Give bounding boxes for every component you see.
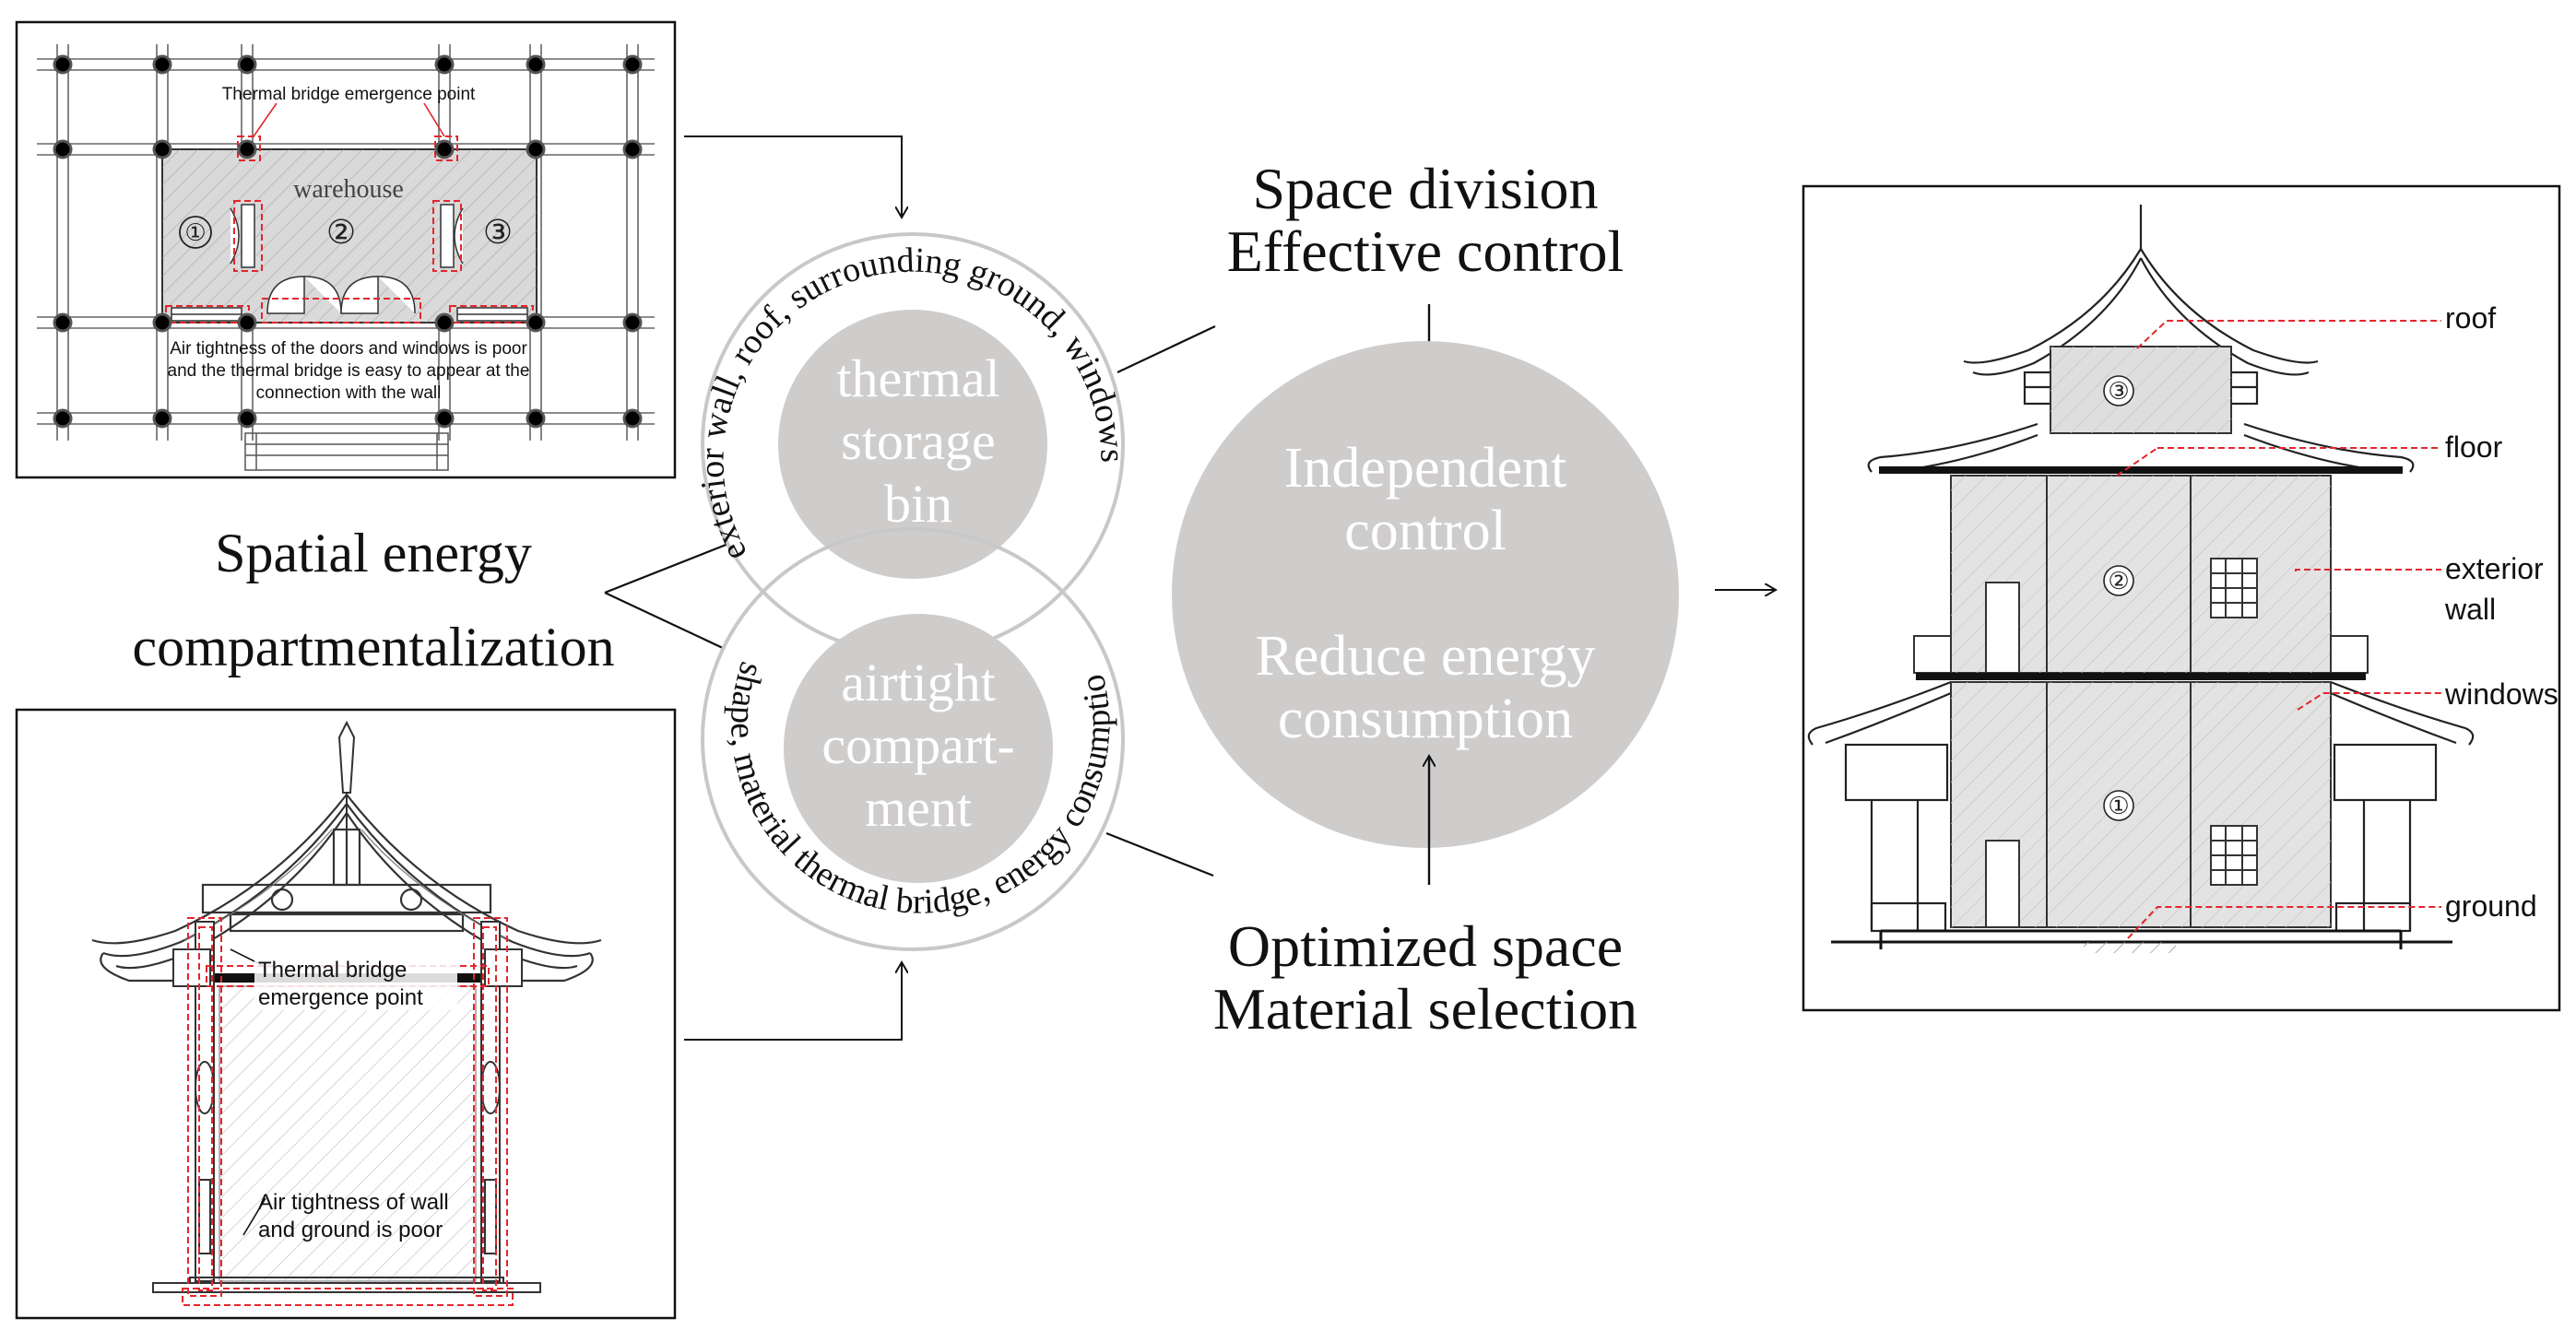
section-airtight-label-line-2: and ground is poor — [258, 1218, 443, 1242]
elevation-label-wall: wall — [2444, 593, 2496, 626]
section-thermal-label-line-2: emergence point — [258, 985, 423, 1010]
plan-note-line-2: and the thermal bridge is easy to appear… — [168, 361, 530, 381]
plan-room-1-circle — [179, 216, 212, 249]
top-circle-group: thermal storage bin exterior wall, roof,… — [692, 232, 1132, 656]
bottom-circle-line-3: ment — [865, 778, 972, 838]
elevation-room-2-label: ② — [2108, 567, 2129, 594]
bottom-inner-circle — [784, 614, 1053, 883]
plan-thermal-bridge-label: Thermal bridge emergence point — [222, 85, 476, 104]
top-inner-circle — [778, 310, 1047, 579]
section-thermal-markers — [182, 917, 514, 1306]
plan-steps — [244, 432, 449, 471]
elevation-label-leaders — [2116, 320, 2441, 939]
elevation-room-3-label: ③ — [2108, 377, 2129, 405]
panel-arrows — [684, 135, 902, 1041]
elevation-label-exterior: exterior — [2445, 552, 2544, 585]
section-interior — [219, 985, 477, 1282]
plan-room-2: ② — [326, 213, 356, 251]
plan-grid-lines — [37, 44, 655, 441]
plan-room-label: warehouse — [293, 175, 404, 204]
elevation-panel: ③ ② ① roof floor exterior wall windows g… — [1802, 184, 2561, 1012]
plan-room-1: ① — [184, 218, 206, 246]
big-circle-line-3: Reduce energy — [1256, 625, 1596, 688]
top-heading-line-1: Space division — [1252, 156, 1598, 221]
heading-connectors — [604, 542, 729, 650]
plan-note-line-3: connection with the wall — [256, 383, 442, 403]
bottom-heading-line-1: Optimized space — [1228, 913, 1623, 979]
bottom-circle-line-1: airtight — [841, 653, 996, 712]
left-heading-line-2: compartmentalization — [132, 617, 614, 677]
left-heading-line-1: Spatial energy — [215, 523, 532, 583]
bottom-circle-line-2: compart- — [821, 715, 1014, 775]
big-circle-line-2: control — [1344, 500, 1507, 562]
bottom-ring — [701, 527, 1125, 951]
elevation-label-floor: floor — [2445, 430, 2503, 464]
plan-front-doors — [171, 276, 528, 322]
bottom-heading-line-2: Material selection — [1213, 976, 1637, 1042]
elevation-label-ground: ground — [2445, 889, 2537, 923]
plan-note-line-1: Air tightness of the doors and windows i… — [170, 339, 527, 359]
section-thermal-label-line-1: Thermal bridge — [258, 958, 407, 983]
elevation-lower-roof — [1807, 680, 2475, 933]
big-circle-line-4: consumption — [1278, 688, 1573, 750]
top-circle-line-1: thermal — [836, 348, 999, 408]
top-circle-line-2: storage — [841, 411, 996, 471]
section-panel: Thermal bridge emergence point Air tight… — [15, 708, 677, 1320]
section-airtight-label-line-1: Air tightness of wall — [258, 1190, 449, 1215]
plan-panel: Thermal bridge emergence point warehouse… — [15, 20, 677, 479]
plan-columns — [53, 54, 643, 429]
top-heading-line-2: Effective control — [1227, 218, 1625, 284]
top-circle-line-3: bin — [884, 474, 952, 534]
plan-room-3: ③ — [483, 213, 513, 251]
big-circle-line-1: Independent — [1284, 437, 1566, 500]
elevation-label-roof: roof — [2445, 301, 2496, 335]
elevation-label-windows: windows — [2444, 677, 2558, 711]
elevation-room-1-label: ① — [2108, 792, 2129, 819]
big-circle — [1172, 341, 1679, 848]
